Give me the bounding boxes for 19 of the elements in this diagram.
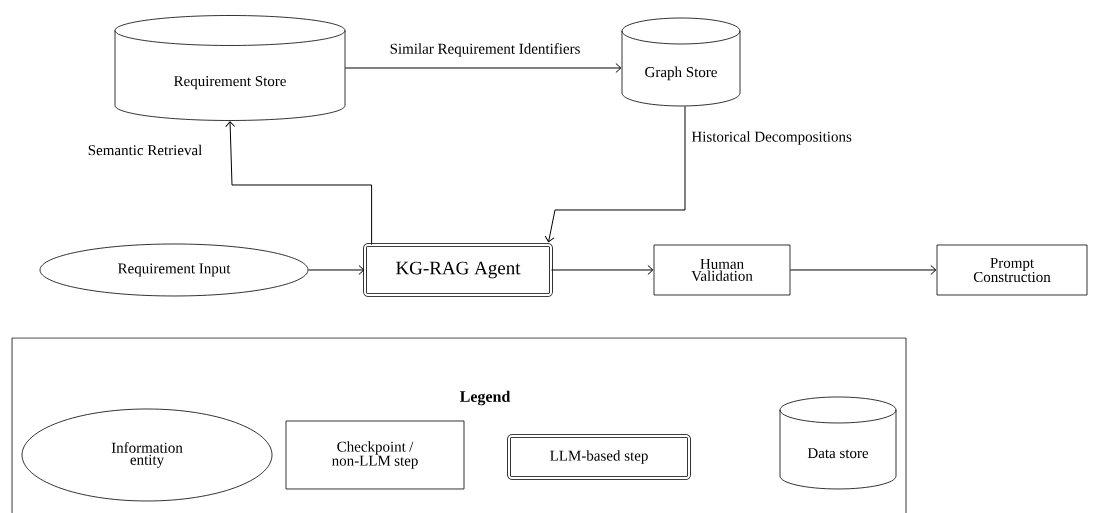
llm-step-box: KG-RAG Agent bbox=[363, 243, 553, 297]
arrow bbox=[789, 265, 937, 275]
arrow bbox=[307, 265, 365, 275]
edge-label: Historical Decompositions bbox=[691, 131, 852, 145]
box-sample: Checkpoint / non-LLM step bbox=[285, 420, 465, 490]
edge-label: Similar Requirement Identifiers bbox=[390, 43, 580, 57]
ellipse-sample: Information entity bbox=[21, 408, 273, 502]
legend-title: Legend bbox=[459, 390, 511, 406]
arrow bbox=[550, 265, 654, 275]
arrow bbox=[225, 121, 373, 246]
arrow bbox=[344, 63, 622, 73]
checkpoint-box: Human Validation bbox=[653, 244, 791, 296]
data-store-cylinder: Graph Store bbox=[621, 17, 741, 107]
double-box-sample: LLM-based step bbox=[507, 434, 691, 480]
arrow bbox=[544, 105, 686, 243]
data-store-cylinder: Requirement Store bbox=[114, 15, 346, 121]
checkpoint-box: Prompt Construction bbox=[936, 244, 1088, 296]
edge-label: Semantic Retrieval bbox=[88, 144, 202, 156]
cylinder-sample: Data store bbox=[779, 396, 897, 490]
